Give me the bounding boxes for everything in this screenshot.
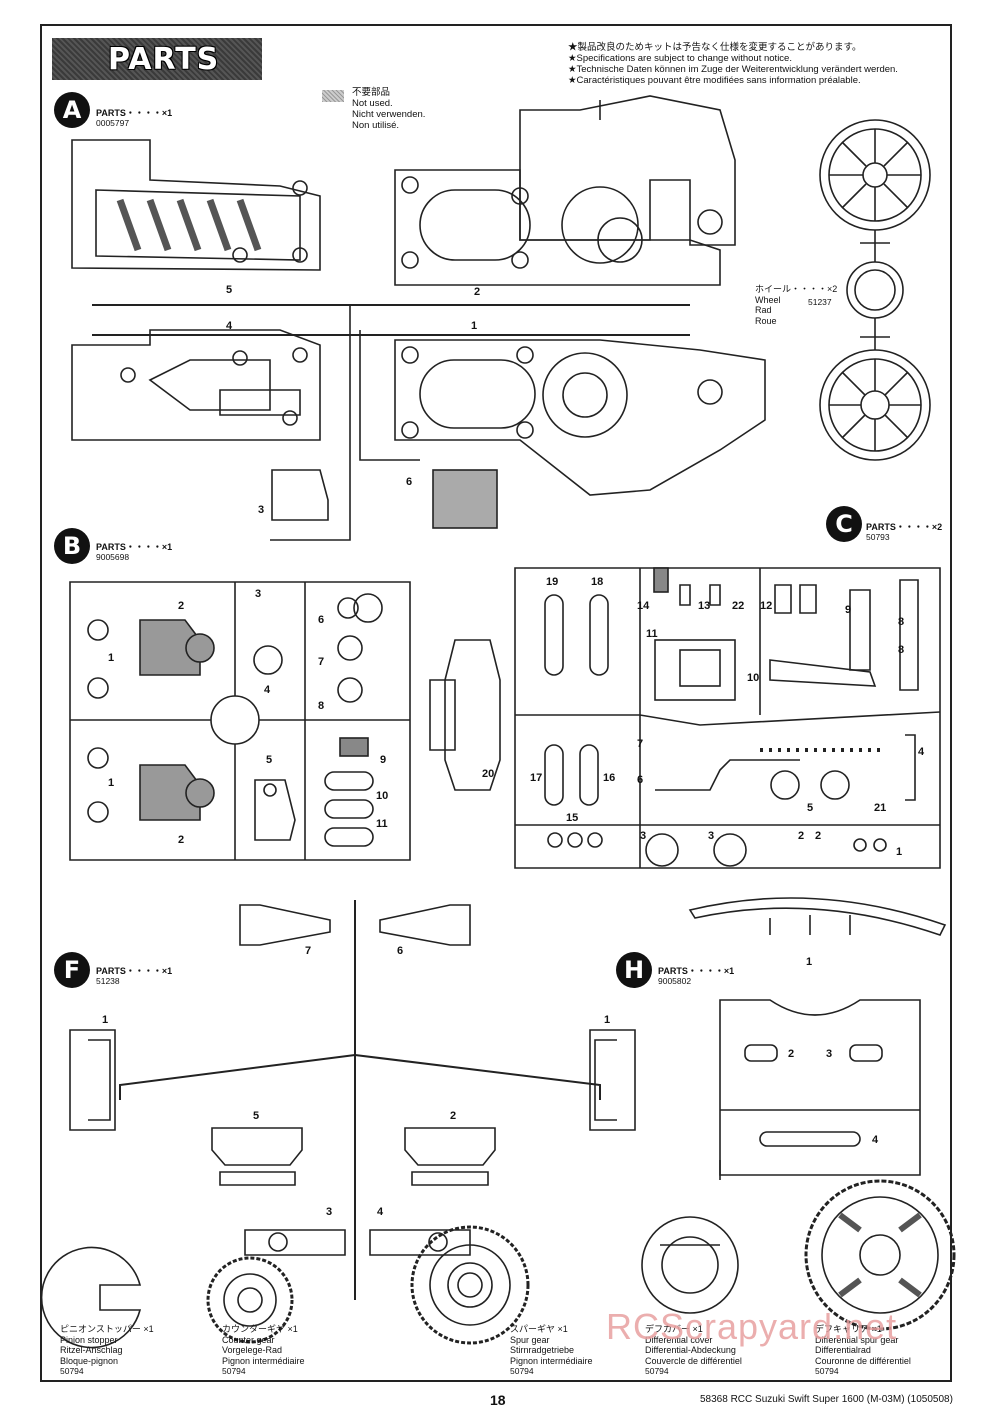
tree-c-part-number: 20: [482, 768, 495, 780]
tree-c-part-number: 3: [640, 830, 647, 842]
model-info: 58368 RCC Suzuki Swift Super 1600 (M-03M…: [700, 1394, 953, 1405]
page-title: PARTS: [108, 42, 220, 77]
tree-f-part-number: 3: [326, 1206, 333, 1218]
tree-c-part-number: 15: [566, 812, 579, 824]
tree-f-part-number: 1: [604, 1014, 611, 1026]
tree-c-part-number: 5: [807, 802, 814, 814]
wheel-code: 51237: [808, 297, 832, 307]
tree-f-part-number: 2: [450, 1110, 457, 1122]
tree-a-badge: A: [54, 92, 90, 128]
tree-f-part-number: 4: [377, 1206, 384, 1218]
tree-c-part-number: 10: [747, 672, 760, 684]
tree-h-part-number: 2: [788, 1048, 795, 1060]
pinion-stopper-label: ピニオンストッパー ×1 Pinion stopper Ritzel-Ansch…: [60, 1324, 154, 1376]
tree-c-part-number: 1: [896, 846, 903, 858]
tree-c-part-number: 3: [708, 830, 715, 842]
tree-c-part-number: 12: [760, 600, 773, 612]
tree-b-part-number: 8: [318, 700, 325, 712]
tree-f-drawing: [69, 900, 636, 1300]
bottom-parts-drawing: [40, 1179, 956, 1349]
tree-f-part-number: 7: [305, 945, 312, 957]
tree-a-drawing: [71, 95, 766, 541]
tree-f-badge: F: [54, 952, 90, 988]
tree-f-part-number: 1: [102, 1014, 109, 1026]
tree-b-part-number: 10: [376, 790, 389, 802]
tree-c-part-number: 13: [698, 600, 711, 612]
tree-b-drawing: [69, 581, 411, 861]
tree-c-part-number: 2: [815, 830, 822, 842]
tree-h-drawing: [688, 897, 947, 1180]
tree-h-part-number: 1: [806, 956, 813, 968]
tree-b-part-number: 6: [318, 614, 325, 626]
tree-c-part-number: 11: [646, 628, 658, 640]
tree-f-code: 51238: [96, 976, 120, 986]
tree-a-part-number: 4: [226, 320, 233, 332]
tree-h-badge: H: [616, 952, 652, 988]
tree-b-part-number: 11: [376, 818, 388, 830]
tree-a-part-number: 3: [258, 504, 265, 516]
tree-c-part-number: 2: [798, 830, 805, 842]
wheel-drawing: [819, 119, 931, 461]
tree-c-badge: C: [826, 506, 862, 542]
tree-a-part-number: 1: [471, 320, 478, 332]
tree-c-label: PARTS・・・・×2: [866, 522, 943, 532]
tree-a-part-number: 6: [406, 476, 413, 488]
tree-a-label: PARTS・・・・×1: [96, 108, 173, 118]
tree-b-part-number: 1: [108, 777, 115, 789]
parts-banner: PARTS: [52, 38, 262, 80]
tree-b-part-number: 1: [108, 652, 115, 664]
tree-c-code: 50793: [866, 532, 890, 542]
tree-a-part-number: 5: [226, 284, 233, 296]
tree-c-part-number: 8: [898, 616, 905, 628]
tree-c-part-number: 19: [546, 576, 559, 588]
tree-b-part-number: 9: [380, 754, 387, 766]
differential-cover-label: デフカバー ×1 Differential cover Differential…: [645, 1324, 742, 1376]
tree-b-part-number: 4: [264, 684, 271, 696]
tree-c-part-number: 6: [637, 774, 644, 786]
tree-c-part-number: 17: [530, 772, 543, 784]
tree-b-part-number: 7: [318, 656, 325, 668]
tree-b-badge: B: [54, 528, 90, 564]
tree-a-code: 0005797: [96, 118, 130, 128]
watermark: RCScrapyard.net: [606, 1306, 898, 1347]
tree-c-part-number: 4: [918, 746, 925, 758]
tree-c-part-number: 14: [637, 600, 650, 612]
tree-b-part-number: 2: [178, 834, 185, 846]
tree-c-part-number: 18: [591, 576, 604, 588]
tree-c-drawing: [429, 567, 941, 869]
tree-b-part-number: 2: [178, 600, 185, 612]
tree-h-part-number: 3: [826, 1048, 833, 1060]
tree-c-part-number: 9: [845, 604, 852, 616]
tree-h-code: 9005802: [658, 976, 692, 986]
spur-gear-label: スパーギヤ ×1 Spur gear Stirnradgetriebe Pign…: [510, 1324, 593, 1376]
not-used-legend: 不要部品 Not used. Nicht verwenden. Non util…: [352, 87, 426, 131]
tree-c-part-number: 8: [898, 644, 905, 656]
tree-h-label: PARTS・・・・×1: [658, 966, 735, 976]
tree-b-part-number: 3: [255, 588, 262, 600]
tree-c-part-number: 21: [874, 802, 887, 814]
differential-spur-gear-label: デフキャリア ×1 Differential spur gear Differe…: [815, 1324, 911, 1376]
tree-f-part-number: 6: [397, 945, 404, 957]
tree-b-part-number: 5: [266, 754, 273, 766]
wheel-label: ホイール・・・・×2 Wheel Rad Roue: [755, 284, 838, 326]
not-used-swatch: [322, 90, 344, 102]
tree-c-part-number: 22: [732, 600, 745, 612]
tree-b-code: 9005698: [96, 552, 130, 562]
tree-c-part-number: 16: [603, 772, 616, 784]
tree-a-part-number: 2: [474, 286, 481, 298]
tree-c-part-number: 7: [637, 738, 644, 750]
tree-h-part-number: 4: [872, 1134, 879, 1146]
page-number: 18: [490, 1392, 506, 1408]
page-frame: [40, 24, 952, 1382]
tree-b-label: PARTS・・・・×1: [96, 542, 173, 552]
spec-notice: ★製品改良のためキットは予告なく仕様を変更することがあります。 ★Specifi…: [568, 42, 898, 86]
counter-gear-label: カウンターギヤ ×1 Counter gear Vorgelege-Rad Pi…: [222, 1324, 305, 1376]
tree-f-label: PARTS・・・・×1: [96, 966, 173, 976]
tree-f-part-number: 5: [253, 1110, 260, 1122]
